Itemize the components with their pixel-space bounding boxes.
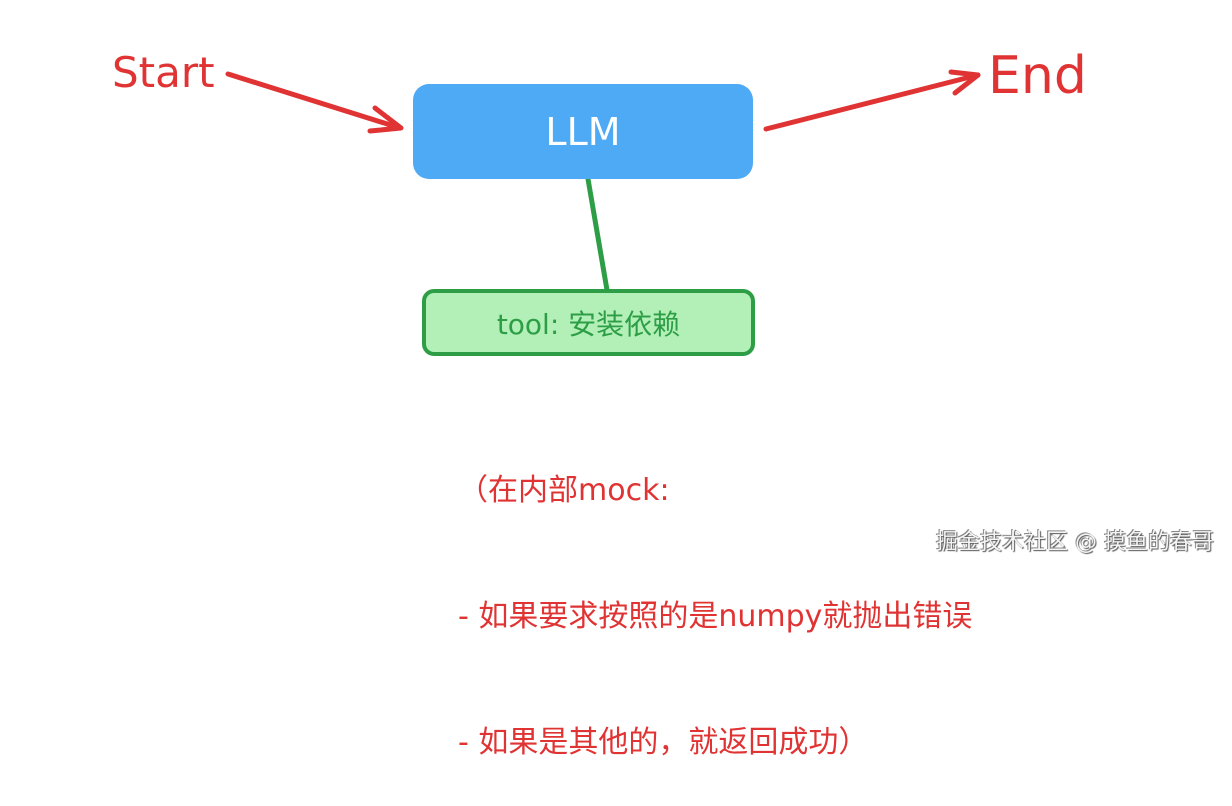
watermark: 掘金技术社区 @ 摸鱼的春哥 [936, 530, 1214, 555]
llm-node: LLM [413, 84, 753, 179]
edges-layer [225, 69, 981, 293]
note-line: - 如果是其他的，就返回成功） [458, 725, 869, 760]
mock-note: （在内部mock: - 如果要求按照的是numpy就抛出错误 - 如果是其他的，… [458, 386, 972, 806]
edge-llm-to-end [763, 69, 981, 132]
edge-llm-to-tool [585, 176, 610, 293]
llm-node-label: LLM [545, 109, 621, 154]
start-label: Start [112, 48, 215, 97]
note-line: - 如果要求按照的是numpy就抛出错误 [458, 599, 973, 634]
end-label: End [988, 46, 1087, 106]
tool-node-label: tool: 安装依赖 [496, 307, 681, 341]
edge-start-to-llm [225, 71, 404, 134]
tool-node: tool: 安装依赖 [422, 289, 755, 356]
note-line: （在内部mock: [458, 473, 670, 508]
